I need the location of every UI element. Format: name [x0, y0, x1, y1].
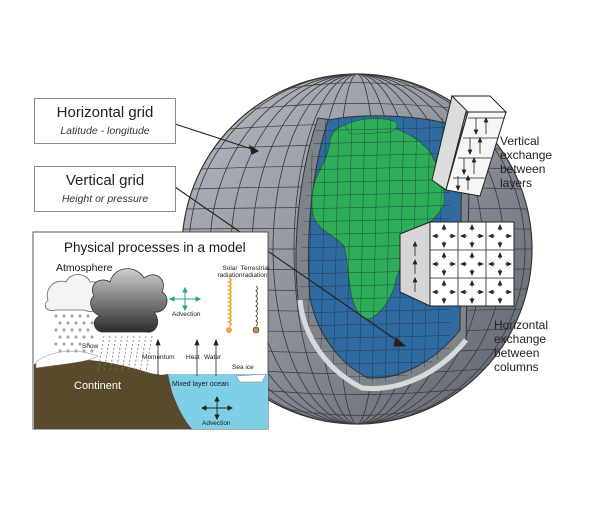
block-face [429, 221, 515, 307]
inset-storm-cloud [90, 268, 168, 333]
horizontal-grid-subtitle: Latitude - longitude [60, 125, 150, 137]
inset-ocean [164, 374, 268, 429]
inset-snow: Snow [82, 343, 99, 350]
globe [181, 73, 533, 425]
column-arrows [453, 117, 504, 191]
inner-land-europe-top [344, 118, 398, 135]
inset-snow-dots [54, 314, 94, 353]
horizontal-exchange-label: Horizontal exchange between columns [494, 318, 549, 374]
vertical-grid-subtitle: Height or pressure [61, 193, 149, 205]
horizontal-grid-title: Horizontal grid [56, 104, 154, 121]
vertical-column [431, 95, 508, 197]
inset-sea-ice [235, 373, 267, 383]
inset-continent [34, 359, 192, 429]
inset-advection-bottom-arrows [200, 395, 234, 421]
inset-solar-radiation-wave [226, 277, 232, 327]
inset-momentum: Momentum [142, 354, 175, 361]
inset-continent-label: Continent [74, 380, 122, 392]
inset-terrestrial-radiation: Terrestrial radiation [240, 265, 270, 279]
inset-water: Water [204, 354, 222, 361]
leader-lines [174, 123, 407, 347]
inset-title: Physical processes in a model [64, 240, 246, 255]
inset-flux-arrows [155, 338, 219, 376]
inset-sea-ice-label: Sea ice [232, 364, 254, 371]
column-face [445, 111, 507, 197]
inset-advection-top: Advection [172, 311, 201, 318]
cutaway-rim [297, 299, 468, 392]
inset-heat: Heat [186, 354, 200, 361]
vertical-grid-label: Vertical grid Height or pressure [34, 166, 176, 212]
inset-mixed-layer-ocean: Mixed layer ocean [172, 381, 229, 388]
horizontal-grid-label: Horizontal grid Latitude - longitude [34, 98, 176, 144]
physical-processes-inset [32, 231, 269, 430]
inset-snow-cap [35, 351, 99, 369]
vertical-exchange-label: Vertical exchange between layers [500, 134, 553, 190]
horizontal-block [399, 221, 515, 307]
inset-atmosphere: Atmosphere [56, 262, 113, 274]
inset-advection-top-arrows [168, 286, 202, 312]
block-grid [412, 222, 514, 306]
vertical-grid-title: Vertical grid [65, 172, 145, 189]
globe-cutaway [295, 115, 471, 392]
inset-solar-dot [226, 327, 232, 333]
inset-terrestrial-radiation-wave [255, 285, 258, 327]
inner-land-africa [311, 122, 445, 320]
inset-solar-radiation: Solar radiation [217, 265, 243, 279]
inset-terrestrial-dot [252, 326, 260, 334]
inset-advection-bottom: Advection [202, 420, 231, 427]
